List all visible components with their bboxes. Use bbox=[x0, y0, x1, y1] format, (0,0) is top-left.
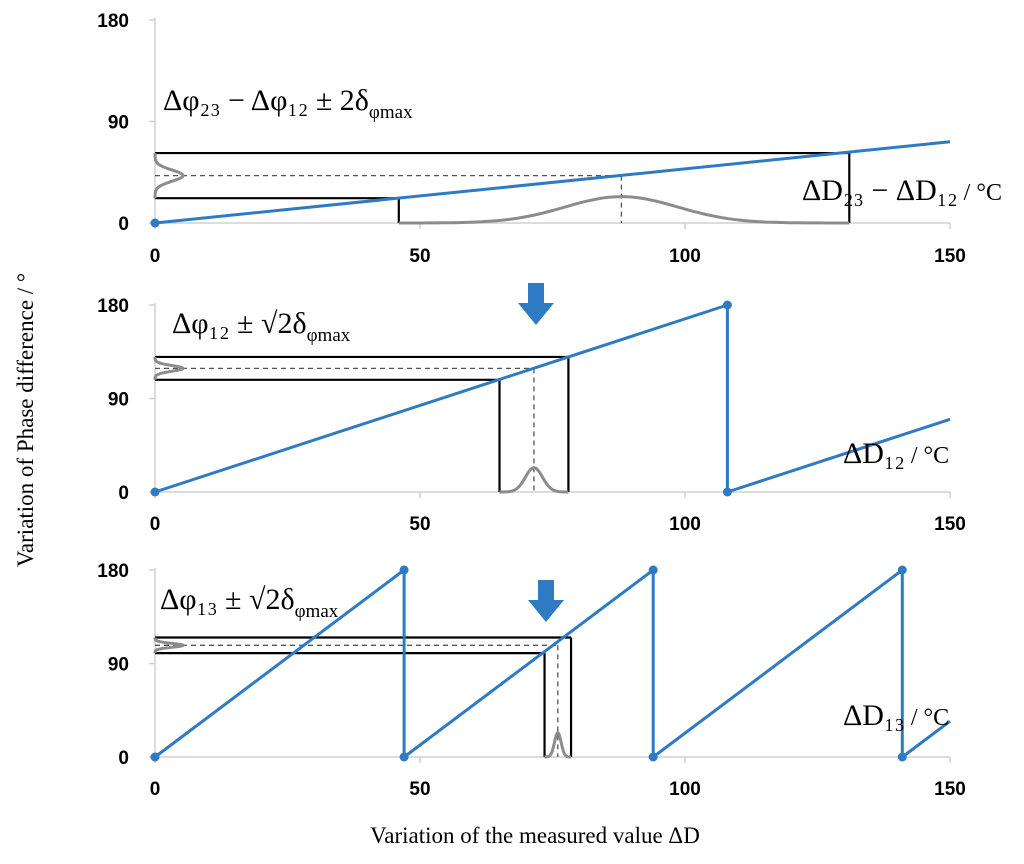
x-tick-label: 100 bbox=[669, 246, 701, 267]
phase-annotation: Δφ₁₃ ± √2δφmax bbox=[160, 583, 339, 622]
phase-distribution-curve bbox=[153, 637, 185, 654]
series-marker bbox=[897, 752, 907, 762]
value-distribution-curve bbox=[544, 731, 571, 759]
down-arrow-icon bbox=[528, 580, 564, 622]
x-tick-label: 150 bbox=[934, 779, 966, 800]
series-segment bbox=[403, 568, 655, 759]
y-tick-label: 180 bbox=[97, 11, 129, 32]
series-marker bbox=[722, 487, 732, 497]
y-tick-label: 90 bbox=[108, 113, 129, 134]
panel-1: 0 90 180 0 50 100 150 Δφ₂₃ − Δφ₁₂ ± 2δφmaxΔD₂₃ … bbox=[97, 11, 1002, 267]
measurement-box bbox=[155, 355, 570, 492]
y-tick-label: 90 bbox=[108, 390, 129, 411]
value-unit-label: ΔD₁₃ / °C bbox=[843, 699, 949, 732]
series-marker bbox=[150, 487, 160, 497]
phase-annotation: Δφ₁₂ ± √2δφmax bbox=[172, 307, 351, 346]
y-tick-label: 0 bbox=[118, 483, 129, 504]
x-tick-label: 50 bbox=[409, 514, 430, 535]
value-distribution-curve bbox=[499, 466, 569, 494]
x-tick-label: 50 bbox=[409, 246, 430, 267]
x-tick-label: 0 bbox=[150, 514, 161, 535]
series-marker bbox=[722, 300, 732, 310]
series-segment bbox=[154, 303, 728, 494]
series-marker bbox=[648, 752, 658, 762]
series-segment bbox=[901, 719, 951, 759]
phase-annotation-base: Δφ₁₃ ± √2δ bbox=[160, 583, 295, 616]
series-marker bbox=[897, 565, 907, 575]
series-marker bbox=[399, 752, 409, 762]
y-axis-title: Variation of Phase difference / ° bbox=[13, 273, 38, 567]
phase-annotation-subscript: φmax bbox=[295, 601, 339, 622]
x-tick-label: 150 bbox=[934, 514, 966, 535]
x-axis-title: Variation of the measured value ΔD bbox=[370, 823, 700, 848]
series-marker bbox=[399, 565, 409, 575]
y-tick-label: 90 bbox=[108, 655, 129, 676]
x-tick-label: 150 bbox=[934, 246, 966, 267]
value-unit-label-base: ΔD₁₂ bbox=[843, 437, 905, 470]
measurement-box bbox=[155, 151, 851, 223]
series-line bbox=[154, 568, 951, 759]
series-marker bbox=[150, 752, 160, 762]
y-tick-label: 180 bbox=[97, 561, 129, 582]
y-tick-label: 180 bbox=[97, 296, 129, 317]
y-tick-label: 0 bbox=[118, 748, 129, 769]
x-tick-label: 100 bbox=[669, 779, 701, 800]
series-segment bbox=[652, 568, 904, 759]
phase-distribution-curve bbox=[153, 153, 185, 199]
series-segment bbox=[154, 140, 951, 225]
phase-annotation: Δφ₂₃ − Δφ₁₂ ± 2δφmax bbox=[163, 84, 413, 123]
series-line bbox=[154, 140, 951, 225]
value-unit-label: ΔD₂₃ − ΔD₁₂ / °C bbox=[802, 174, 1002, 207]
series-marker bbox=[648, 565, 658, 575]
x-tick-label: 50 bbox=[409, 779, 430, 800]
x-tick-label: 0 bbox=[150, 779, 161, 800]
series-line bbox=[154, 303, 951, 494]
series-segment bbox=[726, 417, 951, 494]
value-unit-label-unit: / °C bbox=[905, 443, 949, 469]
value-unit-label-unit: / °C bbox=[905, 705, 949, 731]
series-segment bbox=[154, 568, 406, 759]
value-unit-label: ΔD₁₂ / °C bbox=[843, 437, 949, 470]
value-unit-label-base: ΔD₂₃ − ΔD₁₂ bbox=[802, 174, 958, 207]
value-distribution-curve bbox=[398, 195, 850, 225]
value-unit-label-unit: / °C bbox=[958, 180, 1002, 206]
series-marker bbox=[150, 218, 160, 228]
phase-annotation-subscript: φmax bbox=[369, 102, 413, 123]
x-tick-label: 100 bbox=[669, 514, 701, 535]
phase-annotation-subscript: φmax bbox=[307, 325, 351, 346]
phase-distribution-curve bbox=[153, 356, 185, 380]
phase-annotation-base: Δφ₂₃ − Δφ₁₂ ± 2δ bbox=[163, 84, 369, 117]
value-unit-label-base: ΔD₁₃ bbox=[843, 699, 905, 732]
x-tick-label: 0 bbox=[150, 246, 161, 267]
y-tick-label: 0 bbox=[118, 214, 129, 235]
phase-annotation-base: Δφ₁₂ ± √2δ bbox=[172, 307, 307, 340]
measurement-box bbox=[155, 636, 573, 757]
down-arrow-icon bbox=[518, 283, 554, 325]
